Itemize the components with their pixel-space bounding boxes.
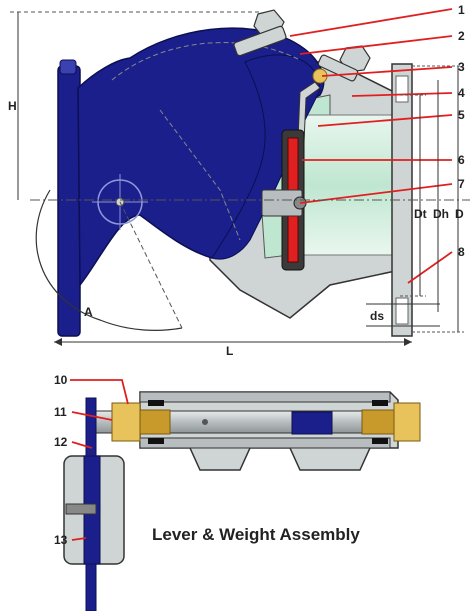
assembly-caption: Lever & Weight Assembly <box>152 525 360 544</box>
pipe-bore <box>299 114 401 256</box>
dim-d-label: D <box>455 207 464 221</box>
dim-dt-label: Dt <box>414 207 427 221</box>
right-packing-gland <box>393 402 421 442</box>
part-label-6: 6 <box>458 153 465 167</box>
part-label-13: 13 <box>54 533 68 547</box>
o-ring-left-top <box>148 400 164 406</box>
disc-travel-outline <box>159 109 241 241</box>
dim-ds-label: ds <box>370 309 384 323</box>
shaft-key-blue <box>291 411 333 435</box>
dim-l-arrow-left <box>54 338 62 346</box>
leader-lines <box>289 8 453 284</box>
dim-a-arc <box>35 189 183 331</box>
lever-weight-assembly: 10 11 12 13 Lever & Weight Assembly <box>54 373 421 611</box>
dim-h-label: H <box>8 99 17 113</box>
housing-top-rail <box>139 391 391 403</box>
part-label-11: 11 <box>54 405 67 419</box>
right-flange-bolt-slot-top <box>395 75 409 103</box>
part-label-3: 3 <box>458 60 465 74</box>
right-packing-inner <box>361 409 395 435</box>
part-label-4: 4 <box>458 86 465 100</box>
o-ring-right-top <box>372 400 388 406</box>
part-label-5: 5 <box>458 108 465 122</box>
part-label-10: 10 <box>54 373 68 387</box>
dim-dh-label: Dh <box>433 207 449 221</box>
left-packing-inner <box>139 409 171 435</box>
assembly-leader-lines <box>70 379 129 541</box>
o-ring-right-bottom <box>372 438 388 444</box>
part-label-12: 12 <box>54 435 68 449</box>
shaft-pin <box>202 419 208 425</box>
left-flange <box>57 65 81 337</box>
part-label-7: 7 <box>458 177 465 191</box>
housing-bottom-rail <box>139 437 391 449</box>
left-packing-gland <box>111 402 141 442</box>
part-label-1: 1 <box>458 3 465 17</box>
right-flange-bolt-slot-bottom <box>395 297 409 325</box>
disc-open-outline <box>111 42 301 81</box>
dim-a-label: A <box>84 305 93 319</box>
valve-cross-section: H L A Dt Dh D ds 1 2 3 4 5 6 7 8 <box>8 3 470 358</box>
weight-bolt <box>65 503 97 515</box>
left-flange-stud <box>59 59 77 75</box>
o-ring-left-bottom <box>148 438 164 444</box>
part-label-2: 2 <box>458 29 465 43</box>
part-label-8: 8 <box>458 245 465 259</box>
dim-l-label: L <box>226 344 233 358</box>
dim-l-arrow-right <box>404 338 412 346</box>
top-clamp <box>233 25 287 57</box>
